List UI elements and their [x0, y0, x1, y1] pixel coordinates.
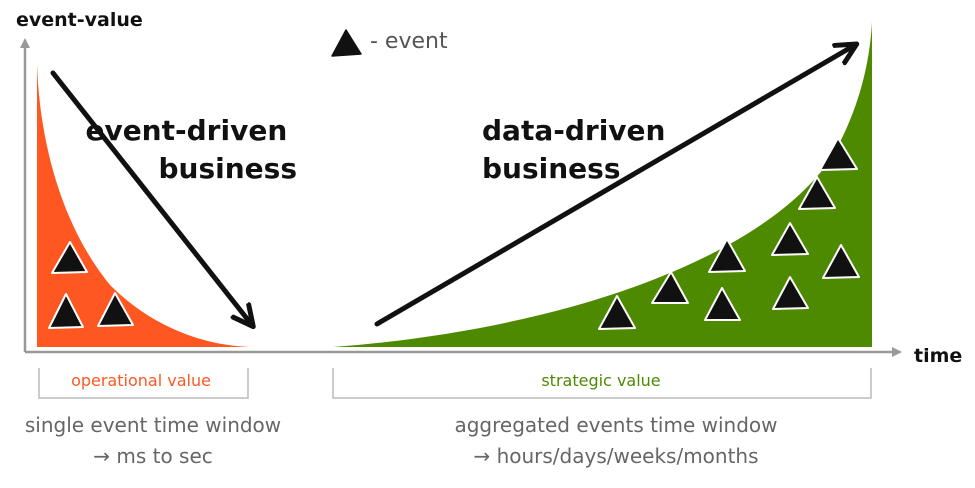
event-triangle-icon: [771, 222, 809, 256]
operational-value-bracket: [38, 368, 249, 399]
data-driven-label-line1: data-driven: [482, 114, 665, 147]
event-driven-label-line1: event-driven: [85, 114, 287, 147]
data-driven-label: data-driven business: [482, 114, 675, 185]
strategic-events: [598, 137, 860, 330]
event-triangle-icon: [97, 292, 134, 327]
single-event-window-line2: → ms to sec: [93, 444, 213, 468]
event-triangle-icon: [708, 238, 746, 273]
event-triangle-icon: [772, 276, 809, 310]
event-driven-label: event-driven business: [85, 114, 297, 185]
operational-value-label: operational value: [71, 371, 211, 390]
event-triangle-icon: [822, 244, 860, 279]
aggregated-events-window-line2: → hours/days/weeks/months: [473, 444, 758, 468]
data-driven-label-line2: business: [482, 152, 621, 185]
event-triangle-icon: [798, 176, 836, 210]
strategic-value-bracket: [332, 368, 872, 399]
event-driven-arrow: [50, 70, 252, 325]
x-axis-label: time: [914, 345, 962, 367]
event-triangle-icon: [819, 137, 858, 171]
event-triangle-icon: [331, 29, 362, 57]
event-triangle-icon: [651, 271, 689, 304]
event-triangle-icon: [48, 293, 84, 329]
operational-events: [48, 241, 134, 329]
aggregated-events-window-line1: aggregated events time window: [454, 413, 777, 437]
operational-value-curve: [37, 64, 250, 347]
event-triangle-icon: [51, 241, 88, 274]
data-driven-arrow: [374, 45, 855, 327]
legend-text: - event: [370, 29, 448, 54]
event-triangle-icon: [598, 295, 636, 330]
strategic-value-label: strategic value: [541, 371, 660, 390]
event-driven-label-line2: business: [159, 152, 298, 185]
single-event-window-line1: single event time window: [25, 413, 281, 437]
y-axis-label: event-value: [16, 9, 143, 31]
event-triangle-icon: [704, 287, 741, 321]
